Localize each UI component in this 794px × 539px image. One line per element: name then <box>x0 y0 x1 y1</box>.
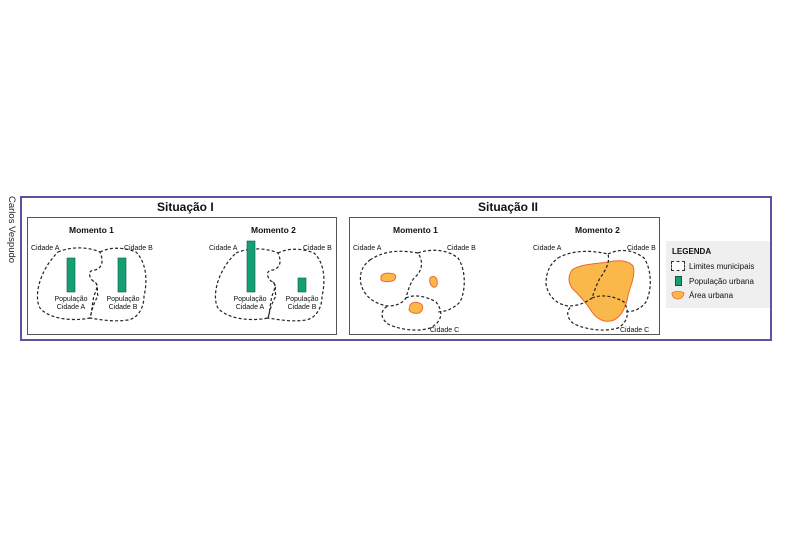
legend-title: LEGENDA <box>672 247 712 256</box>
s1-m1-bar-b-label-2: Cidade B <box>109 304 138 311</box>
dashed-boundary-icon <box>671 261 685 271</box>
s1-m1-boundary-a <box>36 247 103 321</box>
s1-m2-label-cidade-b: Cidade B <box>303 245 332 252</box>
s2-m2-label-cidade-c: Cidade C <box>620 327 649 334</box>
s2-m1-title: Momento 1 <box>393 225 438 235</box>
s1-m1-group: Momento 1 Cidade A Cidade B População Ci… <box>31 225 153 322</box>
s1-m1-boundary-b <box>89 247 147 322</box>
legend-label-area-urbana: Área urbana <box>689 290 734 300</box>
s1-m2-boundary-b <box>267 248 325 322</box>
legend-item-area-urbana: Área urbana <box>671 289 733 301</box>
image-credit: Carlos Vespudo <box>6 196 17 264</box>
legend-label-populacao: População urbana <box>689 276 754 286</box>
s1-m2-bar-a-label-1: População <box>233 296 266 303</box>
s2-m1-label-cidade-b: Cidade B <box>447 245 476 252</box>
s2-m2-urban-area <box>568 260 635 322</box>
legend: LEGENDA Limites municipais População urb… <box>666 241 770 308</box>
s2-m1-boundary-b <box>417 249 465 313</box>
s1-m2-bar-cidade-b <box>297 277 307 293</box>
s2-m2-label-cidade-b: Cidade B <box>627 245 656 252</box>
s1-m1-bar-cidade-a <box>66 257 76 293</box>
s2-m1-boundary-c <box>381 295 442 331</box>
urban-area-icon <box>671 290 685 300</box>
s2-m1-urban-area-b <box>429 276 438 288</box>
situation-1-panel <box>27 217 337 335</box>
s2-m2-group: Momento 2 Cidade A Cidade B Cidade C <box>533 225 656 334</box>
s1-m1-bar-a-label-2: Cidade A <box>57 304 86 311</box>
s1-m1-bar-cidade-b <box>117 257 127 293</box>
s1-m2-title: Momento 2 <box>251 225 296 235</box>
legend-label-limites: Limites municipais <box>689 261 755 271</box>
s1-m1-label-cidade-b: Cidade B <box>124 245 153 252</box>
s2-m1-label-cidade-c: Cidade C <box>430 327 459 334</box>
s1-m2-bar-b-label-2: Cidade B <box>288 304 317 311</box>
figure-frame <box>20 196 772 341</box>
situation-1-title: Situação I <box>157 200 214 214</box>
s2-m2-boundary-c <box>567 295 628 331</box>
s1-m2-label-cidade-a: Cidade A <box>209 245 238 252</box>
situation-2-title: Situação II <box>478 200 539 214</box>
green-bar-icon <box>675 276 682 286</box>
s1-m2-bar-cidade-a <box>246 240 256 293</box>
s1-m1-title: Momento 1 <box>69 225 114 235</box>
legend-item-limites: Limites municipais <box>671 260 754 272</box>
s1-m1-bar-a-label-1: População <box>54 296 87 303</box>
s2-m1-group: Momento 1 Cidade A Cidade B Cidade C <box>353 225 476 334</box>
s1-m1-label-cidade-a: Cidade A <box>31 245 60 252</box>
s1-m2-group: Momento 2 Cidade A Cidade B População Ci… <box>209 225 332 322</box>
s1-m1-bar-b-label-1: População <box>106 296 139 303</box>
s1-m2-bar-b-label-1: População <box>285 296 318 303</box>
s2-m2-label-cidade-a: Cidade A <box>533 245 562 252</box>
s1-m2-bar-a-label-2: Cidade A <box>236 304 265 311</box>
s2-m1-urban-area-c <box>408 301 424 314</box>
s2-m1-label-cidade-a: Cidade A <box>353 245 382 252</box>
s2-m2-title: Momento 2 <box>575 225 620 235</box>
legend-item-populacao: População urbana <box>671 275 754 287</box>
s2-m1-urban-area-a <box>380 272 397 283</box>
